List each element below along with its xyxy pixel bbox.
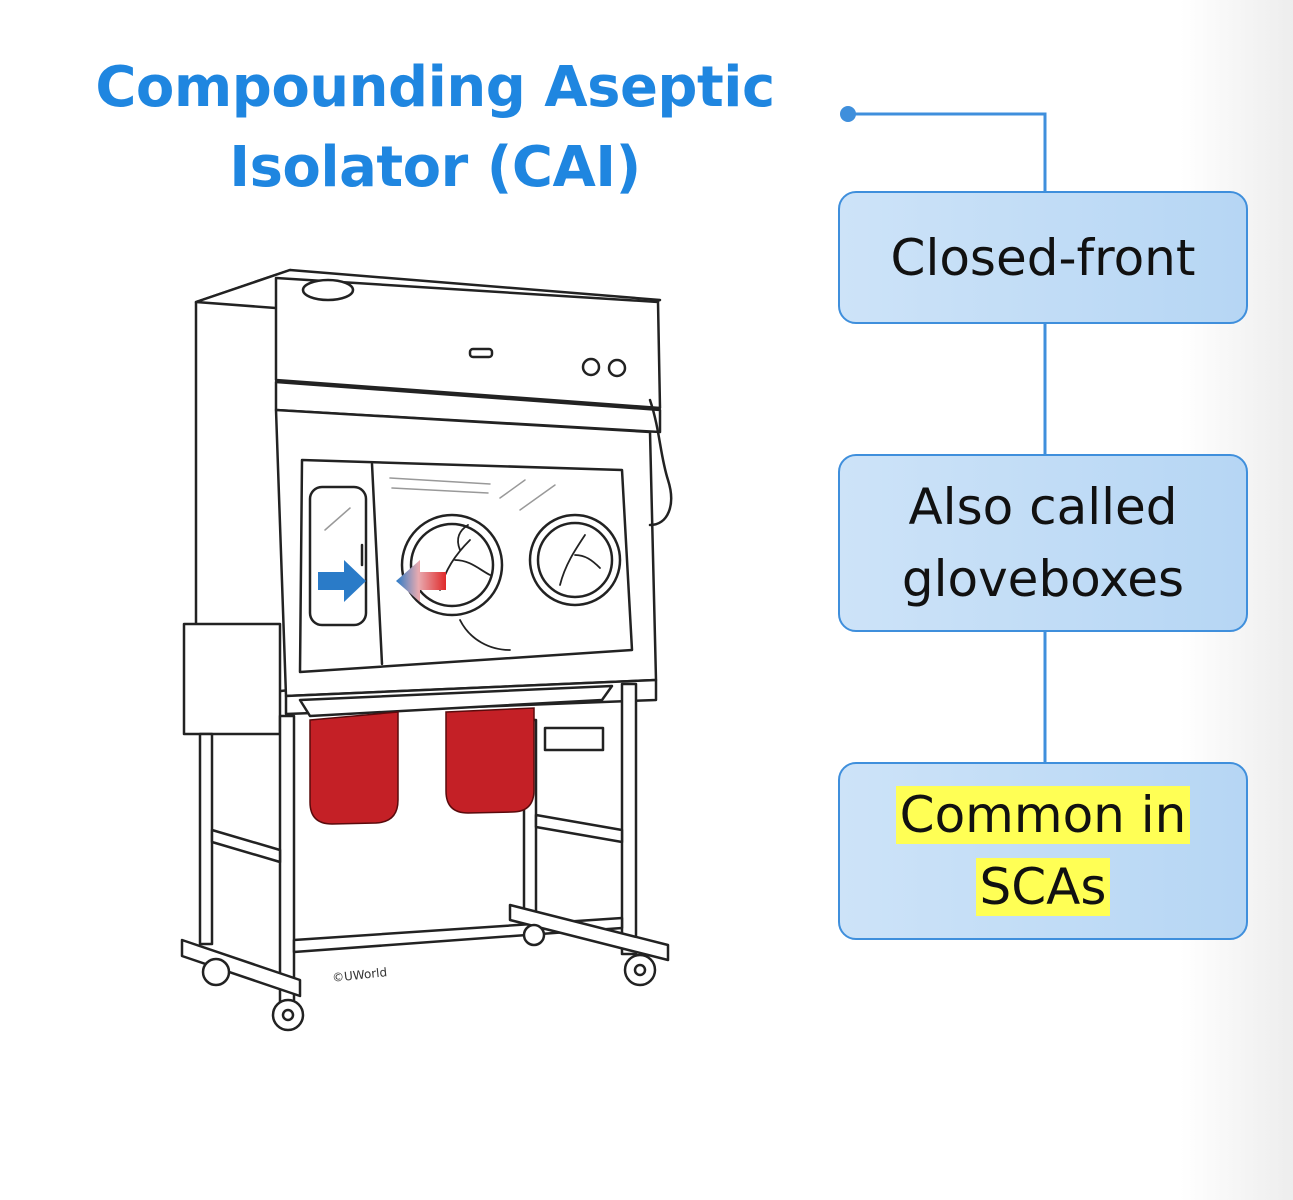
hood-knob-1 — [581, 357, 601, 377]
foot-rail-left — [180, 938, 302, 998]
hood-ledge — [274, 380, 662, 434]
title-line-2: Isolator (CAI) — [229, 135, 641, 200]
hood-front — [274, 276, 662, 410]
side-drawer — [182, 622, 282, 736]
feature-box-gloveboxes: Also called gloveboxes — [838, 454, 1248, 632]
leg-front-right — [620, 682, 638, 956]
caster-1 — [201, 957, 231, 987]
arrow-blue-icon — [318, 560, 366, 602]
box-1-text: Closed-front — [890, 228, 1196, 287]
hood-badge — [468, 347, 494, 359]
box-3-line-1: Common in — [895, 786, 1191, 844]
feature-box-common-in-scas: Common in SCAs — [838, 762, 1248, 940]
pass-through-door — [308, 485, 368, 627]
feature-box-closed-front: Closed-front — [838, 191, 1248, 324]
box-3-line-2: SCAs — [975, 858, 1111, 916]
hood-vent — [301, 278, 355, 302]
leg-back-left — [198, 732, 214, 946]
box-2-line-1: Also called — [908, 478, 1178, 536]
hood-knob-2 — [607, 358, 627, 378]
side-hose — [648, 398, 673, 527]
glove-right — [445, 707, 535, 814]
leg-front-left — [278, 714, 296, 1008]
arrow-red-icon — [396, 560, 446, 602]
box-2-line-2: gloveboxes — [901, 550, 1185, 608]
connector-top — [848, 112, 1047, 191]
diagram-title: Compounding Aseptic Isolator (CAI) — [60, 48, 810, 208]
foot-rail-right — [508, 903, 670, 962]
caster-4 — [522, 923, 546, 947]
glove-left — [309, 711, 399, 825]
title-line-1: Compounding Aseptic — [95, 55, 775, 120]
arm-tray — [298, 684, 614, 718]
